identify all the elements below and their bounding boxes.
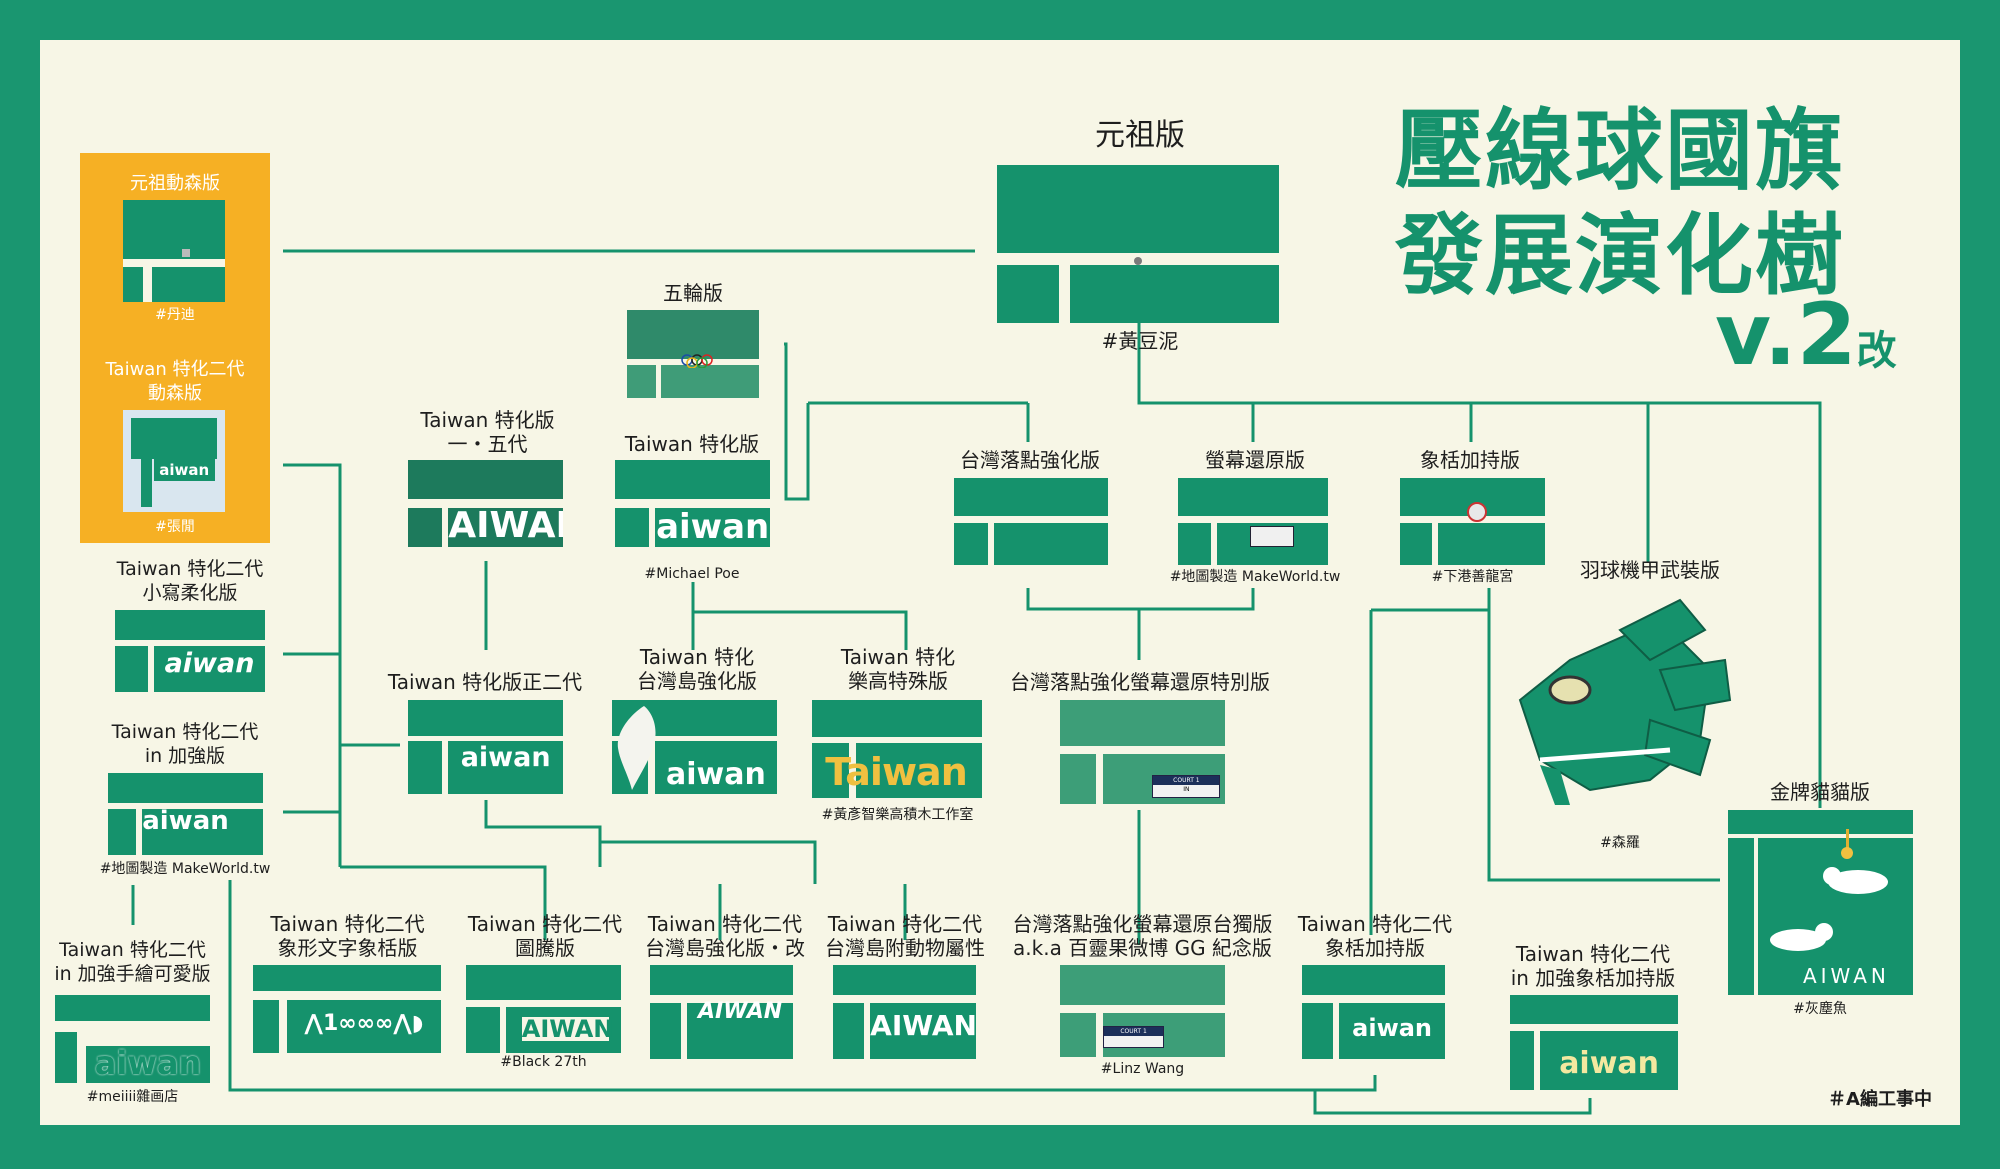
- tw-2nd-flag: aiwan: [408, 700, 563, 794]
- tw-lego-flag: Taiwan: [812, 700, 982, 798]
- nut-bonus-label: 象栝加持版: [1420, 448, 1520, 472]
- title-line-2: 發展演化樹: [1395, 204, 1846, 307]
- tw-label: Taiwan 特化版: [624, 432, 760, 456]
- cat-icon: [1823, 867, 1888, 894]
- origin-credit: #黃豆泥: [1101, 329, 1179, 353]
- tw-v15-label: Taiwan 特化版 一・五代: [420, 408, 555, 456]
- version-label: v.2改: [1715, 285, 1897, 385]
- tw2-plus-label: Taiwan 特化二代 in 加強版: [111, 721, 259, 767]
- badminton-mech-label: 羽球機甲武裝版: [1580, 558, 1720, 582]
- origin-flag: [997, 165, 1279, 323]
- animal-crossing-label: 元祖動森版: [130, 173, 220, 194]
- olympic-rings-icon: [681, 354, 713, 368]
- cat-icon-2: [1770, 923, 1833, 951]
- tw2-handdrawn-label: Taiwan 特化二代 in 加強手繪可愛版: [54, 939, 211, 985]
- tw2-totem-flag: AIWAN: [466, 965, 621, 1053]
- footer-note: ＃A編工事中: [1828, 1089, 1932, 1110]
- dot-enhanced-label: 台灣落點強化版: [960, 448, 1100, 472]
- dot-enhanced-flag: [954, 478, 1108, 565]
- dot-screen-exclusive-flag: COURT 1: [1060, 965, 1225, 1057]
- origin-label: 元祖版: [1095, 118, 1185, 153]
- tw2-island-mod-label: Taiwan 特化二代 台灣島強化版・改: [645, 912, 805, 960]
- gold-cat-credit: #灰塵魚: [1793, 1001, 1847, 1017]
- tw2-plus-nut-label: Taiwan 特化二代 in 加強象栝加持版: [1510, 942, 1676, 990]
- olympic-flag: [627, 310, 759, 398]
- taiwan-island-icon: [617, 706, 656, 790]
- tw2-pictograph-label: Taiwan 特化二代 象形文字象栝版: [270, 912, 425, 960]
- tw-island-label: Taiwan 特化 台灣島強化版: [637, 645, 757, 693]
- olympic-label: 五輪版: [663, 281, 723, 305]
- dot-screen-exclusive-label: 台灣落點強化螢幕還原台獨版 a.k.a 百靈果微博 GG 紀念版: [1012, 912, 1273, 960]
- gold-cat-label: 金牌貓貓版: [1770, 780, 1870, 804]
- tw2-handdrawn-flag: aiwan: [55, 995, 210, 1083]
- tw-2nd-label: Taiwan 特化版正二代: [387, 670, 583, 694]
- nut-bonus-credit: #下港善龍宮: [1431, 569, 1514, 585]
- dot-screen-special-flag: COURT 1 IN: [1060, 700, 1225, 804]
- gold-cat-flag: AIWAN: [1728, 810, 1913, 995]
- screen-restore-credit: #地圖製造 MakeWorld.tw: [1169, 569, 1341, 585]
- animal-crossing-flag: [123, 200, 225, 302]
- tw-island-flag: aiwan: [612, 700, 777, 794]
- tw2-totem-credit: #Black 27th: [500, 1054, 587, 1070]
- title-line-1: 壓線球國旗: [1395, 99, 1846, 202]
- dot-screen-special-label: 台灣落點強化螢幕還原特別版: [1010, 670, 1270, 694]
- badminton-mech-illustration: [1518, 598, 1732, 805]
- tw2-plus-nut-flag: aiwan: [1510, 995, 1678, 1090]
- tw2-nut-flag: aiwan: [1302, 965, 1445, 1059]
- screen-restore-flag: [1178, 478, 1328, 565]
- tw2-nut-label: Taiwan 特化二代 象栝加持版: [1297, 912, 1453, 960]
- animal-crossing-credit: #丹迪: [155, 307, 195, 323]
- gold-medal-icon: [1840, 847, 1853, 859]
- nut-icon: [1466, 502, 1487, 523]
- tw2-animal-crossing-label: Taiwan 特化二代 動森版: [105, 359, 245, 404]
- nut-bonus-flag: [1400, 478, 1545, 565]
- tw-credit: #Michael Poe: [644, 566, 740, 582]
- tw2-island-mod-flag: AIWAN: [650, 965, 793, 1059]
- badminton-mech-credit: #森羅: [1600, 835, 1640, 851]
- tw2-plus-credit: #地圖製造 MakeWorld.tw: [99, 861, 271, 877]
- tw2-island-animal-flag: AIWAN: [833, 965, 976, 1059]
- tw2-pictograph-flag: ⋀1∞∞∞⋀◗: [253, 965, 441, 1053]
- tw-lego-credit: #黃彥智樂高積木工作室: [821, 807, 974, 823]
- tw2-handdrawn-credit: #meiiii雜画店: [86, 1089, 179, 1105]
- tw2-island-animal-label: Taiwan 特化二代 台灣島附動物屬性: [825, 912, 985, 960]
- tw2-cute-label: Taiwan 特化二代 小寫柔化版: [116, 558, 264, 604]
- tw2-plus-flag: aiwan: [108, 773, 263, 855]
- tw-flag: aiwan: [615, 460, 770, 547]
- tw-lego-label: Taiwan 特化 樂高特殊版: [840, 645, 956, 693]
- tw-v15-flag: AIWAN: [408, 460, 563, 547]
- screen-restore-label: 螢幕還原版: [1205, 448, 1305, 472]
- dot-screen-exclusive-credit: #Linz Wang: [1100, 1061, 1185, 1077]
- tw2-cute-flag: aiwan: [115, 610, 265, 692]
- tw2-totem-label: Taiwan 特化二代 圖騰版: [467, 912, 623, 960]
- tw2-animal-crossing-flag: aiwan: [123, 410, 225, 512]
- tw2-animal-crossing-credit: #張閒: [155, 519, 195, 535]
